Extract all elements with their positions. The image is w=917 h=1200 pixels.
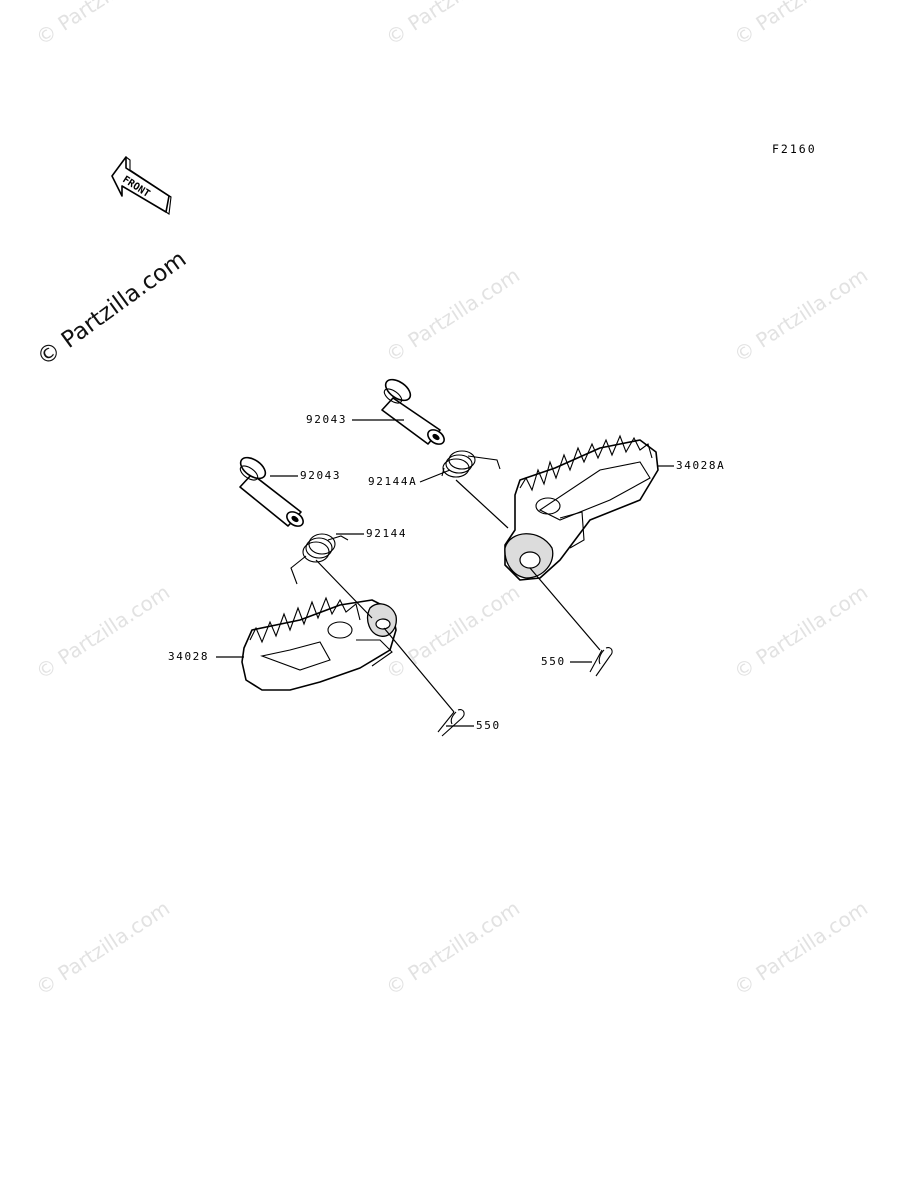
- footpeg-34028: [241, 596, 397, 691]
- part-label-550-right: 550: [541, 655, 566, 668]
- pin-92043-upper: [381, 378, 445, 445]
- part-label-92144: 92144: [366, 527, 408, 540]
- figure-code: F2160: [772, 142, 817, 156]
- leader-lines: [216, 419, 674, 727]
- part-label-550-left: 550: [476, 719, 501, 732]
- spring-92144A: [441, 450, 501, 478]
- part-label-92043-lower: 92043: [300, 469, 342, 482]
- part-label-34028A: 34028A: [676, 459, 726, 472]
- front-arrow-icon: FRONT: [111, 156, 172, 215]
- spring-92144: [290, 533, 349, 585]
- footpeg-34028A: [504, 434, 659, 581]
- part-label-92144A: 92144A: [368, 475, 418, 488]
- cotter-pin-550-left: [437, 709, 465, 737]
- pin-92043-lower: [239, 456, 304, 527]
- cotter-pin-550-right: [589, 647, 613, 677]
- part-label-92043-upper: 92043: [306, 413, 348, 426]
- part-label-34028: 34028: [168, 650, 210, 663]
